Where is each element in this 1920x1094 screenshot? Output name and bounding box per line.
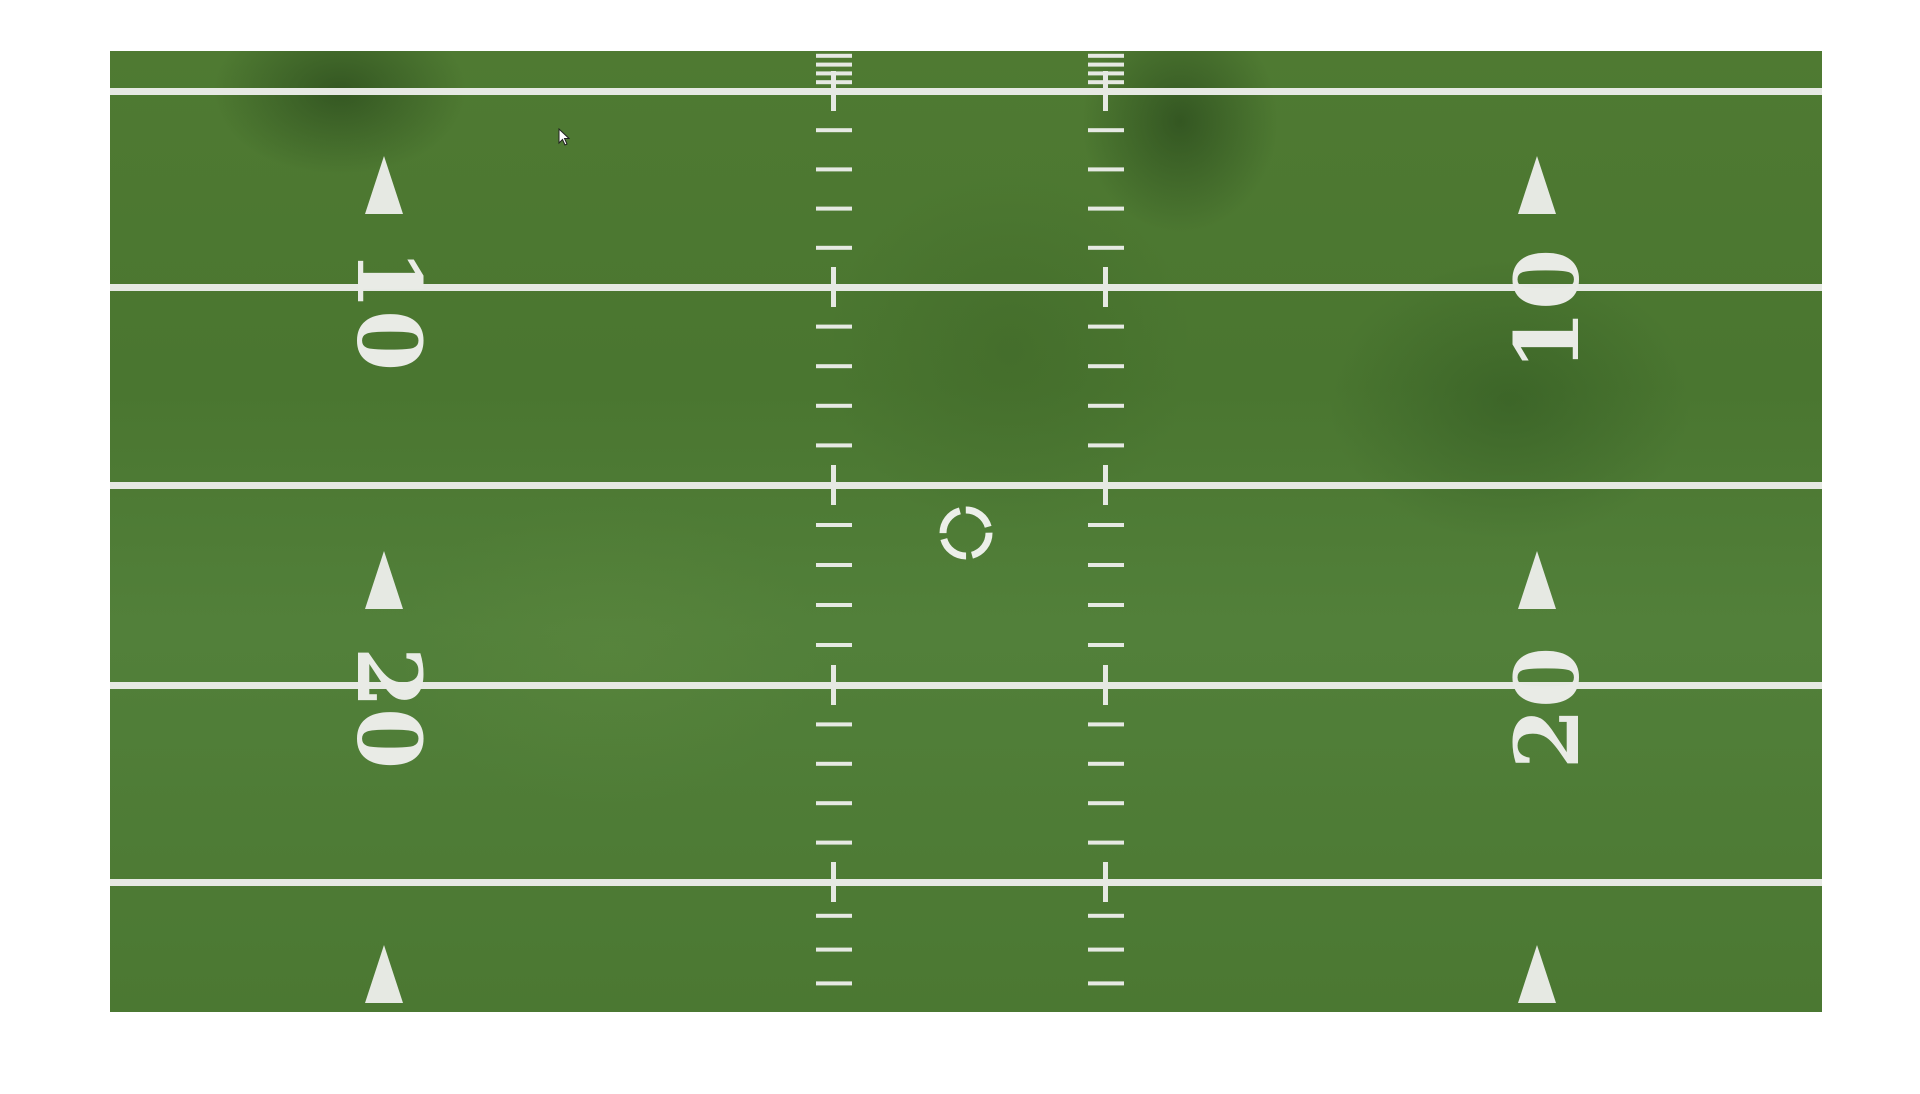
hash-mark — [1088, 128, 1124, 132]
hash-mark — [816, 404, 852, 408]
hash-cross-tick — [831, 267, 836, 307]
hash-mark — [816, 762, 852, 766]
hash-mark — [816, 364, 852, 368]
yard-number: 10 — [1503, 249, 1591, 371]
mouse-cursor-icon — [558, 128, 570, 146]
triangle-arrow-icon — [365, 551, 403, 609]
yard-line — [110, 88, 1822, 95]
triangle-arrow-icon — [1518, 551, 1556, 609]
hash-mark — [1088, 801, 1124, 805]
hash-mark — [816, 523, 852, 527]
hash-mark — [1088, 981, 1124, 985]
hash-cross-tick — [1103, 267, 1108, 307]
triangle-arrow-icon — [365, 156, 403, 214]
triangle-arrow-icon — [1518, 945, 1556, 1003]
hash-mark — [816, 207, 852, 211]
hash-mark — [816, 643, 852, 647]
hash-mark — [1088, 762, 1124, 766]
hash-mark — [816, 167, 852, 171]
hash-mark — [816, 128, 852, 132]
hash-mark — [816, 841, 852, 845]
hash-mark — [1088, 167, 1124, 171]
hash-cross-tick — [831, 465, 836, 505]
hash-mark — [816, 71, 852, 75]
yard-number: 10 — [345, 249, 433, 371]
hash-mark — [816, 325, 852, 329]
hash-mark — [816, 563, 852, 567]
hash-mark — [816, 722, 852, 726]
hash-cross-tick — [831, 665, 836, 705]
triangle-arrow-icon — [1518, 156, 1556, 214]
hash-mark — [1088, 63, 1124, 67]
hash-mark — [1088, 722, 1124, 726]
yard-number: 20 — [1503, 647, 1591, 769]
loading-spinner-icon — [936, 503, 996, 563]
hash-mark — [1088, 325, 1124, 329]
hash-mark — [1088, 404, 1124, 408]
hash-mark — [1088, 207, 1124, 211]
hash-mark — [1088, 643, 1124, 647]
hash-cross-tick — [1103, 862, 1108, 902]
hash-mark — [1088, 603, 1124, 607]
hash-cross-tick — [1103, 71, 1108, 111]
hash-cross-tick — [1103, 665, 1108, 705]
hash-mark — [1088, 523, 1124, 527]
hash-mark — [816, 914, 852, 918]
hash-cross-tick — [831, 71, 836, 111]
yard-number: 20 — [345, 647, 433, 769]
hash-mark — [816, 54, 852, 58]
hash-mark — [1088, 914, 1124, 918]
hash-mark — [816, 80, 852, 84]
hash-mark — [816, 981, 852, 985]
hash-mark — [1088, 443, 1124, 447]
yard-line — [110, 482, 1822, 489]
hash-mark — [1088, 71, 1124, 75]
hash-mark — [1088, 841, 1124, 845]
hash-mark — [816, 246, 852, 250]
hash-mark — [1088, 246, 1124, 250]
hash-mark — [1088, 948, 1124, 952]
yard-line — [110, 879, 1822, 886]
hash-mark — [816, 443, 852, 447]
hash-mark — [1088, 563, 1124, 567]
hash-cross-tick — [1103, 465, 1108, 505]
hash-mark — [816, 948, 852, 952]
hash-mark — [1088, 364, 1124, 368]
hash-cross-tick — [831, 862, 836, 902]
hash-mark — [816, 801, 852, 805]
hash-mark — [1088, 80, 1124, 84]
hash-mark — [1088, 54, 1124, 58]
hash-mark — [816, 603, 852, 607]
hash-mark — [816, 63, 852, 67]
triangle-arrow-icon — [365, 945, 403, 1003]
